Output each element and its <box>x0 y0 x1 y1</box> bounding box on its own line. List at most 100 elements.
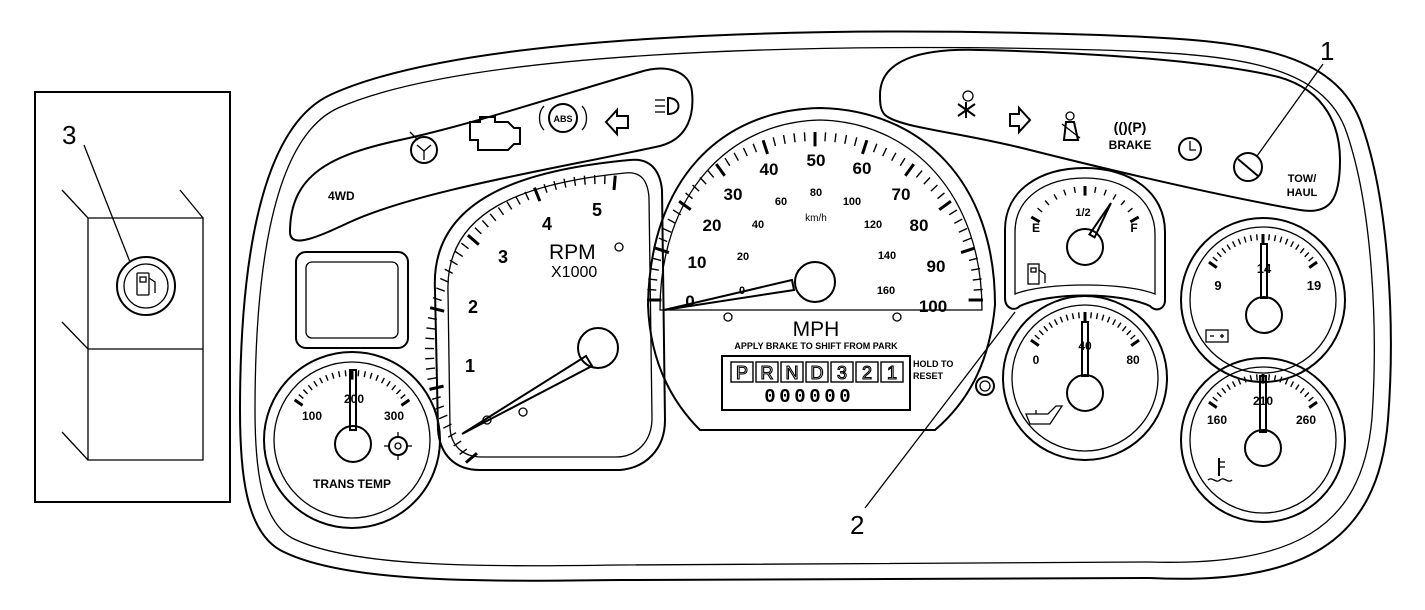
tachometer-tick <box>460 242 469 250</box>
trans-temp-tick <box>391 384 397 391</box>
fuel-gauge: E 1/2 F <box>1004 166 1166 311</box>
oil-tick-marks <box>1030 312 1140 347</box>
kmh-tick-140: 140 <box>878 250 896 262</box>
oil-tick <box>1121 325 1127 332</box>
trans-high-label: 300 <box>384 409 404 423</box>
tachometer-tick <box>464 452 478 464</box>
speedometer-tick <box>662 227 672 233</box>
speedometer-tick <box>658 237 668 243</box>
speedometer-tick <box>772 137 777 147</box>
speedometer-tick <box>890 152 897 162</box>
fuel-tick <box>1063 189 1067 196</box>
message-display-window <box>295 251 409 349</box>
transmission-fluid-icon <box>384 432 412 460</box>
fuel-tick-marks <box>1030 186 1140 224</box>
voltmeter-tick <box>1279 236 1283 243</box>
tachometer-tick <box>489 213 497 222</box>
trans-temp-tick <box>293 398 304 407</box>
fuel-tick <box>1073 186 1076 193</box>
tachometer-tick <box>524 191 530 201</box>
tachometer-tick <box>543 183 548 193</box>
voltmeter-tick <box>1308 256 1314 262</box>
tachometer-tick <box>447 432 457 438</box>
volt-mid-label: 14 <box>1257 261 1272 276</box>
coolant-tick <box>1284 378 1289 385</box>
gear-box <box>730 361 754 383</box>
speedometer-tick <box>724 157 731 167</box>
four-wd-indicator-label: 4WD <box>328 189 355 203</box>
speedometer-tick <box>968 257 978 262</box>
mph-label: MPH <box>793 318 840 341</box>
coolant-tick <box>1208 400 1218 409</box>
tachometer-tick <box>426 327 436 330</box>
tachometer-tick <box>443 423 452 429</box>
seatbelt-icon <box>1061 111 1081 141</box>
voltmeter-tick <box>1212 256 1218 262</box>
mph-tick-30: 30 <box>724 185 743 204</box>
kmh-tick-60: 60 <box>775 196 787 208</box>
mph-tick-60: 60 <box>853 159 872 178</box>
oil-tick <box>1101 314 1105 321</box>
oil-mid-label: 40 <box>1078 339 1092 353</box>
oil-tick <box>1043 325 1049 332</box>
voltmeter-tick <box>1273 235 1277 242</box>
speedometer-tick <box>953 218 963 225</box>
brake-label: BRAKE <box>1109 138 1152 152</box>
oil-pressure-gauge: 0 40 80 <box>1002 295 1168 461</box>
gear-box <box>830 361 854 383</box>
voltmeter-tick-marks <box>1208 234 1318 269</box>
trans-temp-tick <box>337 371 341 378</box>
speedometer-tick <box>930 184 938 192</box>
speedometer-tick <box>667 218 677 225</box>
coolant-tick <box>1279 376 1283 383</box>
kmh-tick-20: 20 <box>737 251 749 263</box>
oil-tick <box>1117 322 1122 329</box>
gear-box <box>880 361 904 383</box>
speedometer-tick <box>915 170 923 178</box>
voltmeter-tick <box>1299 247 1305 254</box>
tachometer-tick <box>466 234 480 246</box>
fuel-tick <box>1127 207 1133 213</box>
odometer-digit: 0 <box>779 386 790 408</box>
speedometer-tick <box>958 227 968 233</box>
headlamp-icon <box>655 96 680 116</box>
tachometer-tick <box>583 175 586 185</box>
coolant-tick <box>1255 374 1258 381</box>
speedometer-tick <box>685 192 693 200</box>
speedometer-tick <box>882 147 888 157</box>
mph-tick-90: 90 <box>927 257 946 276</box>
coolant-tick <box>1216 392 1222 398</box>
tachometer-tick <box>449 259 458 266</box>
tachometer-tick <box>444 268 454 274</box>
gear-N: N <box>786 363 799 383</box>
kmh-tick-160: 160 <box>877 285 895 297</box>
fuel-tick <box>1112 193 1117 200</box>
speedometer-tick <box>654 246 670 254</box>
kmh-tick-100: 100 <box>843 196 861 208</box>
fuel-needle <box>1087 202 1112 239</box>
check-gauges-icon <box>409 131 438 164</box>
oil-tick <box>1090 312 1093 319</box>
gear-R: R <box>761 363 774 383</box>
oil-tick <box>1077 312 1080 319</box>
speedometer-tick <box>793 133 796 143</box>
tachometer-tick <box>425 367 436 370</box>
trans-temp-tick <box>331 372 335 379</box>
mph-tick-50: 50 <box>807 151 826 170</box>
trans-temp-needle <box>349 369 357 431</box>
odometer-digit: 0 <box>794 386 805 408</box>
tachometer-tick <box>425 337 435 340</box>
odometer-digit: 0 <box>839 386 850 408</box>
speedometer-needle <box>663 278 796 311</box>
tachometer-tick <box>454 250 464 258</box>
tow-haul-icon <box>1233 152 1263 182</box>
speedometer-tick <box>960 246 976 254</box>
oil-tick <box>1053 319 1058 326</box>
speedometer-tick <box>904 163 915 177</box>
tachometer-tick <box>612 175 617 191</box>
voltmeter-tick <box>1268 234 1271 241</box>
fuel-tick <box>1103 189 1107 196</box>
oil-tick <box>1126 330 1132 336</box>
trip-reset-label-line2: RESET <box>913 371 944 381</box>
speedometer-tick <box>861 139 869 155</box>
